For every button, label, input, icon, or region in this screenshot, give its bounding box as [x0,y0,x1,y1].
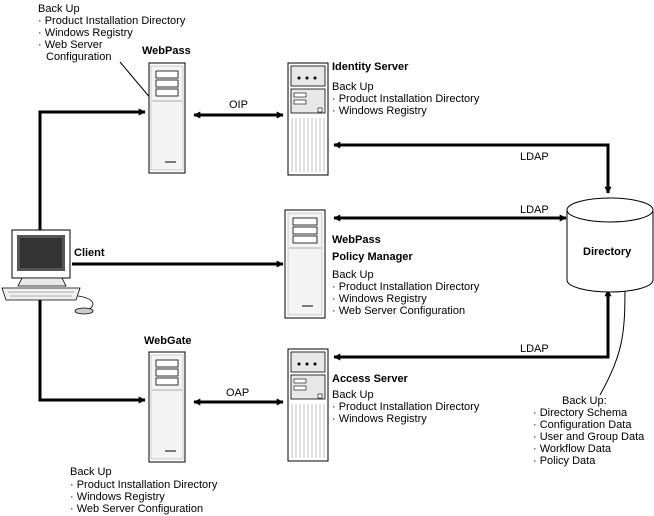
webpass-backup-item: Configuration [46,51,111,63]
client-webpass-connector [38,108,146,232]
policy-manager-title-line1: WebPass [332,234,381,246]
access-server-backup-item: · Windows Registry [332,413,427,425]
policy-manager-backup-item: · Product Installation Directory [332,281,480,293]
policy-manager-backup-item: · Web Server Configuration [332,305,465,317]
ldap-access-connector [333,289,612,361]
ldap-access-label: LDAP [520,343,549,355]
identity-server-icon [287,62,329,176]
directory-backup-item: · User and Group Data [533,431,645,443]
webgate-backup-item: · Windows Registry [70,491,165,503]
webgate-title: WebGate [144,335,191,347]
oap-label: OAP [226,387,249,399]
access-server-backup-item: · Product Installation Directory [332,401,480,413]
ldap-policy-label: LDAP [520,204,549,216]
access-server-title: Access Server [332,373,409,385]
ldap-identity-connector [333,141,612,194]
access-server-backup-heading: Back Up [332,389,374,401]
webpass-title: WebPass [142,45,191,57]
directory-backup-item: · Directory Schema [533,407,628,419]
client-label: Client [74,247,105,259]
webgate-backup-item: · Web Server Configuration [70,503,203,515]
directory-backup-heading: Back Up: [562,395,607,407]
directory-database-icon [566,197,654,293]
directory-label: Directory [583,246,632,258]
identity-server-backup-item: · Windows Registry [332,105,427,117]
webpass-backup-item: · Web Server [38,39,103,51]
webpass-backup-item: · Product Installation Directory [38,15,186,27]
webpass-note-leader [119,61,153,101]
directory-backup-item: · Policy Data [533,455,596,467]
policy-manager-backup-item: · Windows Registry [332,293,427,305]
webgate-backup-item: · Product Installation Directory [70,479,218,491]
webgate-backup-heading: Back Up [70,466,112,478]
identity-server-title: Identity Server [332,61,409,73]
identity-server-backup-heading: Back Up [332,81,374,93]
oip-label: OIP [229,99,248,111]
policy-manager-title-line2: Policy Manager [332,251,413,263]
webpass-backup-item: · Windows Registry [38,27,133,39]
webpass-backup-heading: Back Up [38,3,80,15]
access-server-icon [287,348,329,462]
directory-backup-item: · Workflow Data [533,443,612,455]
policy-manager-server-icon [284,209,326,319]
client-webgate-connector [38,300,146,404]
identity-server-backup-item: · Product Installation Directory [332,93,480,105]
policy-manager-backup-heading: Back Up [332,269,374,281]
client-computer-icon [1,229,94,315]
directory-note-leader [599,279,626,396]
webgate-server-icon [148,351,186,463]
ldap-identity-label: LDAP [520,151,549,163]
directory-backup-item: · Configuration Data [533,419,632,431]
webpass-server-icon [148,62,186,174]
